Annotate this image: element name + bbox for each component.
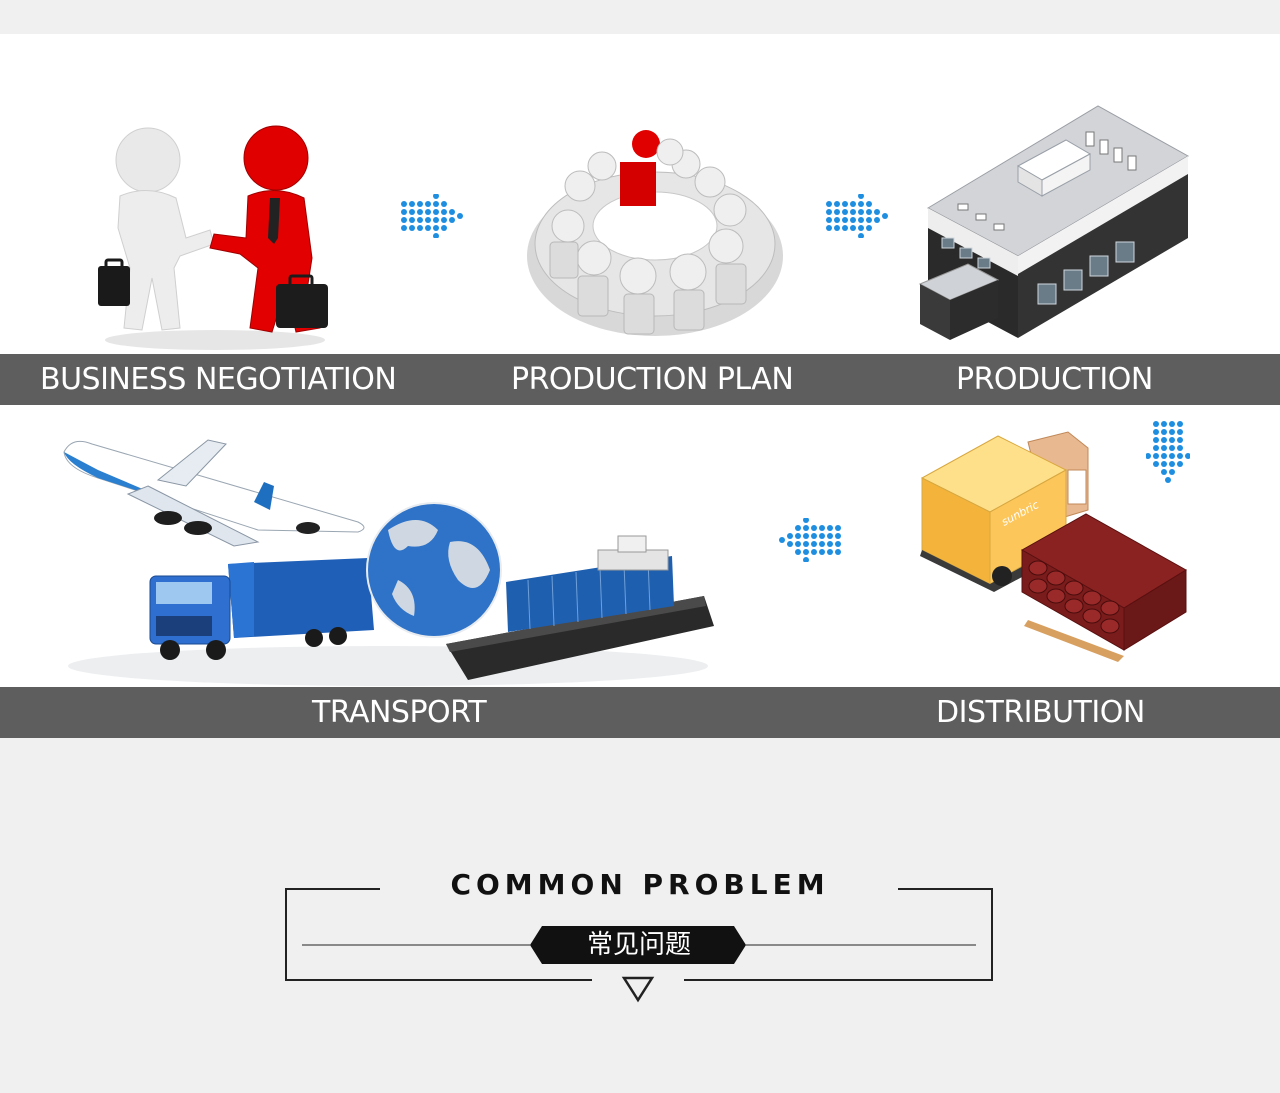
step-label-transport: TRANSPORT [312, 695, 487, 730]
step-label-band-bottom: TRANSPORT DISTRIBUTION [0, 687, 1280, 738]
section-subtitle-cn: 常见问题 [586, 930, 691, 960]
flow-arrow-down-icon [1146, 421, 1190, 483]
chevron-down-icon [624, 976, 652, 1000]
step-label-production-plan: PRODUCTION PLAN [511, 362, 794, 397]
transport-image [63, 439, 714, 686]
distribution-image: sunbric [920, 431, 1187, 662]
step-label-production: PRODUCTION [956, 362, 1153, 397]
step-label-band-top: BUSINESS NEGOTIATION PRODUCTION PLAN PRO… [0, 354, 1280, 405]
production-plan-image [527, 130, 783, 336]
flow-arrow-left-icon [779, 518, 841, 562]
section-frame [285, 888, 993, 1003]
step-label-distribution: DISTRIBUTION [936, 695, 1145, 730]
flow-arrow-right-icon [826, 194, 888, 238]
section-title: COMMON PROBLEM [450, 868, 830, 901]
factory-image [918, 105, 1190, 340]
business-negotiation-image [98, 125, 328, 350]
step-label-business-negotiation: BUSINESS NEGOTIATION [40, 362, 397, 397]
flow-arrow-right-icon [401, 194, 463, 238]
